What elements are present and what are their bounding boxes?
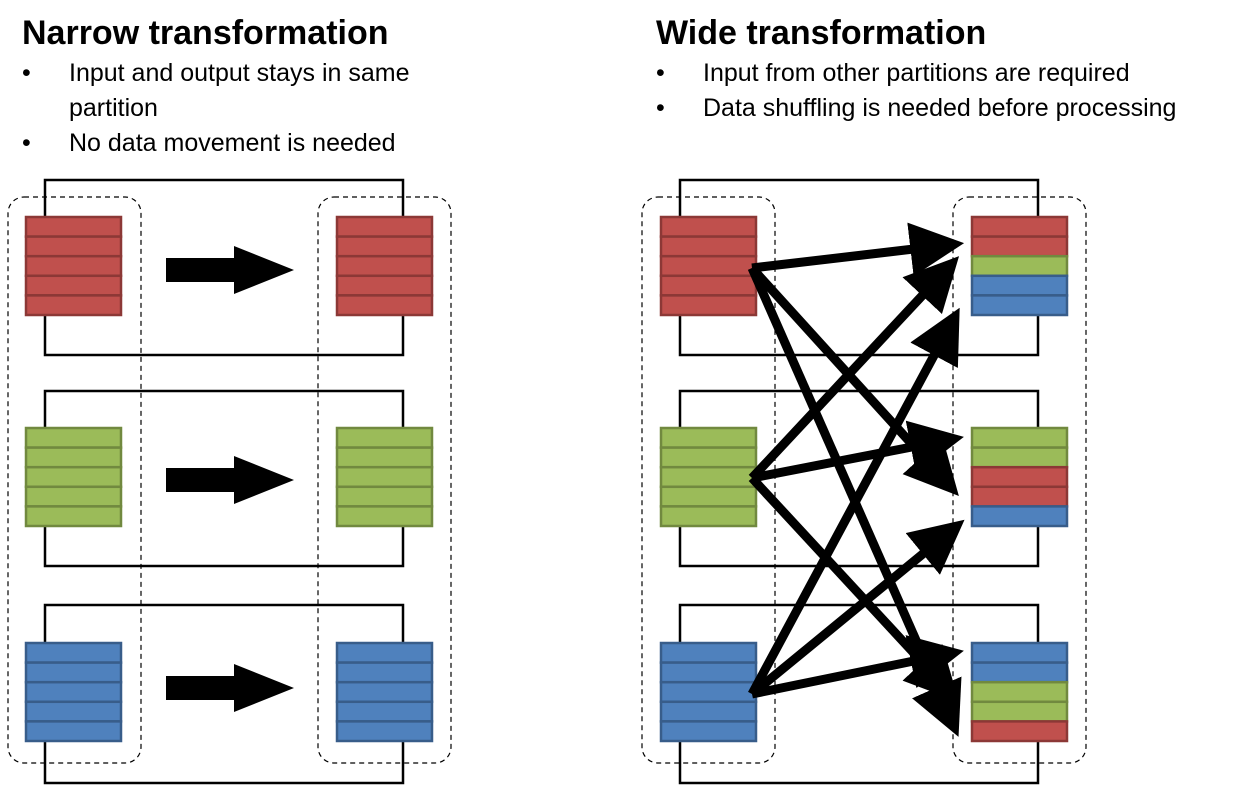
narrow-arrow-blue <box>166 664 294 712</box>
wide-output-block-2 <box>970 426 1069 528</box>
wide-bullets: Input from other partitions are required… <box>656 56 1216 126</box>
narrow-input-block-blue-row <box>24 720 123 743</box>
narrow-output-block-blue <box>335 641 434 743</box>
wide-arrow-blue-to-1 <box>748 307 960 697</box>
wide-output-block-3-row <box>970 720 1069 743</box>
wide-output-block-1-row <box>970 274 1069 297</box>
narrow-bullet-2: No data movement is needed <box>22 126 492 161</box>
wide-input-block-green-row <box>659 465 758 489</box>
narrow-output-block-red-row <box>335 294 434 317</box>
wide-input-block-blue-row <box>659 700 758 723</box>
wide-output-block-1-row <box>970 294 1069 317</box>
narrow-input-block-red-row <box>24 235 123 258</box>
narrow-output-block-red-row <box>335 254 434 278</box>
wide-input-block-red-row <box>659 294 758 317</box>
narrow-input-block-red <box>24 215 123 317</box>
narrow-output-block-green-row <box>335 505 434 528</box>
blocks-layer <box>24 215 1069 743</box>
narrow-output-block-green-row <box>335 465 434 489</box>
narrow-input-block-blue-row <box>24 680 123 704</box>
wide-output-block-2-row <box>970 465 1069 489</box>
narrow-output-block-green <box>335 426 434 528</box>
wide-input-block-green-row <box>659 505 758 528</box>
narrow-output-block-red-row <box>335 274 434 297</box>
wide-output-block-2-row <box>970 446 1069 469</box>
narrow-input-block-blue <box>24 641 123 743</box>
narrow-output-block-green-row <box>335 485 434 508</box>
wide-arrow-green-to-1 <box>748 256 960 482</box>
arrows-layer <box>166 222 965 737</box>
wide-arrow-red-to-3 <box>747 266 962 737</box>
wide-input-block-red-row <box>659 274 758 297</box>
narrow-output-block-blue-row <box>335 661 434 684</box>
narrow-bullet-1: Input and output stays in same partition <box>22 56 492 126</box>
wide-input-block-green <box>659 426 758 528</box>
narrow-input-block-green-row <box>24 485 123 508</box>
wide-input-block-blue-row <box>659 641 758 664</box>
narrow-input-block-blue-row <box>24 641 123 664</box>
narrow-title: Narrow transformation <box>22 14 389 52</box>
wide-input-block-red <box>659 215 758 317</box>
narrow-input-block-green-row <box>24 465 123 489</box>
wide-input-block-green-row <box>659 485 758 508</box>
wide-arrow-green-to-2 <box>751 420 964 483</box>
narrow-output-block-red <box>335 215 434 317</box>
narrow-output-block-green-row <box>335 426 434 449</box>
narrow-arrow-red <box>166 246 294 294</box>
wide-input-block-green-row <box>659 446 758 469</box>
narrow-input-block-green-row <box>24 505 123 528</box>
narrow-input-block-red-row <box>24 274 123 297</box>
wide-arrow-blue-to-2 <box>749 519 965 698</box>
narrow-input-block-blue-row <box>24 700 123 723</box>
wide-output-block-2-row <box>970 485 1069 508</box>
wide-output-block-3-row <box>970 680 1069 704</box>
narrow-arrow-green <box>166 456 294 504</box>
wide-output-block-2-row <box>970 426 1069 449</box>
wide-title: Wide transformation <box>656 14 987 52</box>
wide-arrow-red-to-1 <box>751 222 965 277</box>
narrow-input-block-green <box>24 426 123 528</box>
wide-input-block-red-row <box>659 254 758 278</box>
narrow-output-block-blue-row <box>335 720 434 743</box>
wide-input-block-blue-row <box>659 720 758 743</box>
narrow-input-block-green-row <box>24 446 123 469</box>
wide-arrow-blue-to-3 <box>751 635 964 699</box>
wide-input-block-blue <box>659 641 758 743</box>
narrow-output-block-green-row <box>335 446 434 469</box>
wide-output-block-1-row <box>970 235 1069 258</box>
narrow-bullets: Input and output stays in same partition… <box>22 56 492 161</box>
wide-output-block-1-row <box>970 215 1069 238</box>
wide-output-block-3-row <box>970 661 1069 684</box>
wide-input-block-blue-row <box>659 661 758 684</box>
wide-output-block-3 <box>970 641 1069 743</box>
wide-input-block-red-row <box>659 235 758 258</box>
wide-output-block-1 <box>970 215 1069 317</box>
narrow-input-block-red-row <box>24 294 123 317</box>
narrow-input-block-red-row <box>24 215 123 238</box>
narrow-output-block-red-row <box>335 215 434 238</box>
wide-bullet-1: Input from other partitions are required <box>656 56 1216 91</box>
narrow-input-block-green-row <box>24 426 123 449</box>
wide-bullet-2: Data shuffling is needed before processi… <box>656 91 1216 126</box>
narrow-output-block-blue-row <box>335 700 434 723</box>
wide-input-block-red-row <box>659 215 758 238</box>
wide-output-block-3-row <box>970 700 1069 723</box>
wide-input-block-green-row <box>659 426 758 449</box>
narrow-input-block-blue-row <box>24 661 123 684</box>
narrow-output-block-blue-row <box>335 641 434 664</box>
narrow-output-block-blue-row <box>335 680 434 704</box>
wide-output-block-3-row <box>970 641 1069 664</box>
wide-input-block-blue-row <box>659 680 758 704</box>
narrow-input-block-red-row <box>24 254 123 278</box>
narrow-output-block-red-row <box>335 235 434 258</box>
wide-output-block-2-row <box>970 505 1069 528</box>
wide-output-block-1-row <box>970 254 1069 278</box>
